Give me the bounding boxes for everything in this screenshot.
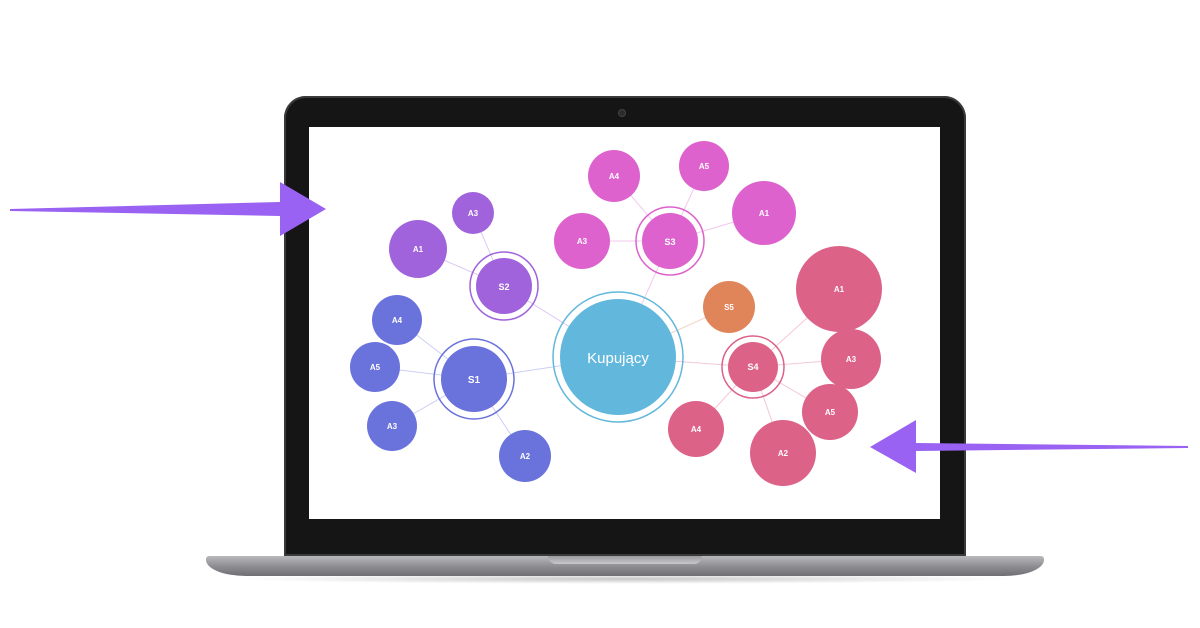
bubble-diagram: Kupujący S1 A4 A5 A3	[350, 141, 882, 486]
node-s4-a3[interactable]: A3	[821, 329, 881, 389]
node-s1[interactable]: S1	[433, 338, 515, 420]
node-s4[interactable]: S4	[721, 335, 785, 399]
arrow-left-icon	[870, 420, 1188, 473]
node-s1-a5[interactable]: A5	[350, 342, 400, 392]
node-s3-a3[interactable]: A3	[554, 213, 610, 269]
node-label: A1	[413, 245, 424, 254]
node-s3[interactable]: S3	[635, 206, 705, 276]
node-s1-a4[interactable]: A4	[372, 295, 422, 345]
node-s1-label: S1	[468, 375, 481, 386]
node-center-label: Kupujący	[587, 350, 649, 367]
arrow-right-icon	[10, 182, 326, 236]
node-label: A1	[759, 209, 770, 218]
node-s1-a2[interactable]: A2	[499, 430, 551, 482]
node-label: A4	[691, 425, 702, 434]
node-s2[interactable]: S2	[469, 251, 539, 321]
node-s4-a5[interactable]: A5	[802, 384, 858, 440]
node-s1-a3[interactable]: A3	[367, 401, 417, 451]
node-s4-label: S4	[747, 362, 758, 372]
node-s5-label: S5	[724, 303, 734, 312]
laptop-screen: Kupujący S1 A4 A5 A3	[309, 127, 940, 519]
node-label: A4	[609, 172, 620, 181]
node-label: A3	[846, 355, 857, 364]
node-label: A5	[825, 408, 836, 417]
laptop-base	[206, 556, 1044, 576]
node-center[interactable]: Kupujący	[552, 291, 684, 423]
node-label: A5	[370, 363, 381, 372]
node-label: A5	[699, 162, 710, 171]
laptop-notch	[548, 556, 702, 564]
node-label: A2	[520, 452, 531, 461]
laptop-shadow	[230, 574, 1020, 584]
node-label: A3	[577, 237, 588, 246]
camera-icon	[619, 110, 625, 116]
diagram-nodes: Kupujący S1 A4 A5 A3	[350, 141, 882, 486]
node-s3-a5[interactable]: A5	[679, 141, 729, 191]
node-s4-a4[interactable]: A4	[668, 401, 724, 457]
node-label: A2	[778, 449, 789, 458]
node-label: A3	[468, 209, 479, 218]
node-s2-a1[interactable]: A1	[389, 220, 447, 278]
node-label: A3	[387, 422, 398, 431]
node-label: A1	[834, 285, 845, 294]
node-s5[interactable]: S5	[703, 281, 755, 333]
node-s2-a3[interactable]: A3	[452, 192, 494, 234]
node-s4-a2[interactable]: A2	[750, 420, 816, 486]
node-s4-a1[interactable]: A1	[796, 246, 882, 332]
node-label: A4	[392, 316, 403, 325]
node-s3-a1[interactable]: A1	[732, 181, 796, 245]
node-s2-label: S2	[498, 282, 509, 292]
node-s3-label: S3	[664, 237, 675, 247]
node-s3-a4[interactable]: A4	[588, 150, 640, 202]
